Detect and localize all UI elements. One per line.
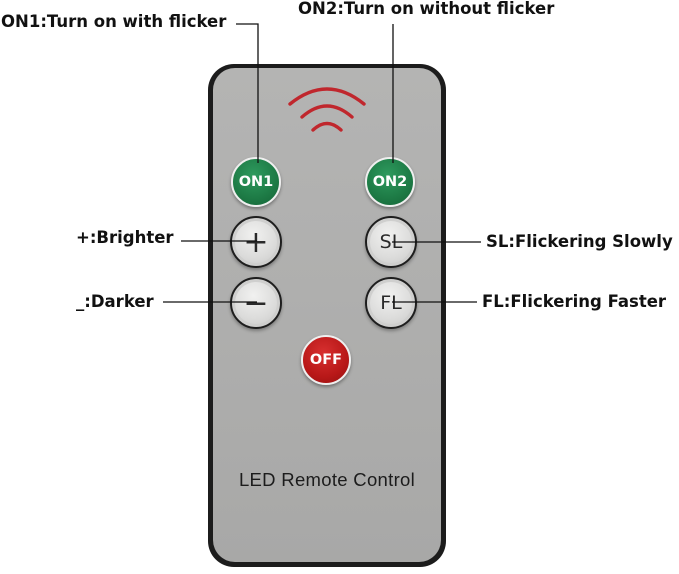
callout-on2: ON2:Turn on without flicker xyxy=(298,0,555,18)
brand-label: LED Remote Control xyxy=(238,469,416,490)
callout-fl: FL:Flickering Faster xyxy=(482,292,667,311)
callout-darker: _:Darker xyxy=(76,292,154,311)
on2-button[interactable]: ON2 xyxy=(365,157,415,207)
callout-sl: SL:Flickering Slowly xyxy=(486,232,673,251)
ir-signal-icon xyxy=(288,87,366,132)
minus-button[interactable]: − xyxy=(230,277,282,329)
callout-on1: ON1:Turn on with flicker xyxy=(1,12,227,31)
fl-button[interactable]: FL xyxy=(365,277,417,329)
sl-button[interactable]: SL xyxy=(365,216,417,268)
off-button[interactable]: OFF xyxy=(301,335,351,385)
plus-button[interactable]: + xyxy=(230,216,282,268)
on1-button[interactable]: ON1 xyxy=(231,157,281,207)
callout-brighter: +:Brighter xyxy=(76,228,174,247)
